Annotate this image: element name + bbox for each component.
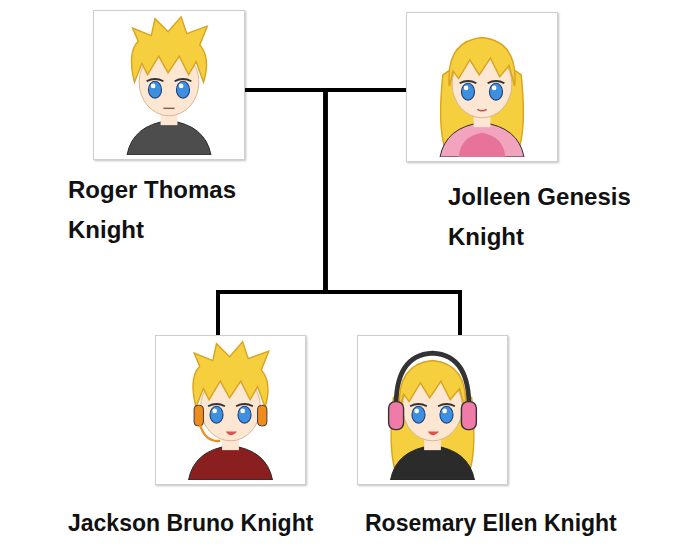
portrait-frame bbox=[155, 335, 306, 485]
person-card: Jolleen Genesis Knight bbox=[406, 12, 558, 162]
eye bbox=[461, 83, 474, 100]
eyelash bbox=[208, 404, 225, 406]
family-line bbox=[218, 90, 406, 335]
shirt bbox=[189, 445, 273, 480]
eyelash bbox=[175, 79, 192, 81]
eye-highlight bbox=[492, 86, 497, 91]
eye-highlight bbox=[464, 86, 469, 91]
eyelash bbox=[410, 404, 427, 406]
shirt bbox=[391, 445, 475, 480]
hair-bangs bbox=[399, 361, 465, 410]
portrait-frame bbox=[357, 335, 508, 485]
dress-detail bbox=[459, 133, 506, 157]
portrait-frame bbox=[406, 12, 558, 162]
person-card: Jackson Bruno Knight bbox=[155, 335, 306, 485]
hair-spikes bbox=[193, 342, 269, 407]
mouth bbox=[163, 108, 174, 109]
eye bbox=[440, 406, 453, 423]
eyelash bbox=[460, 81, 477, 83]
eye-highlight bbox=[414, 409, 419, 414]
person-name: Roger Thomas Knight bbox=[68, 170, 258, 250]
headphone-band bbox=[396, 353, 469, 411]
shirt bbox=[127, 120, 211, 155]
eye bbox=[210, 406, 223, 423]
person-name: Rosemary Ellen Knight bbox=[365, 503, 685, 543]
eye-highlight bbox=[212, 409, 217, 414]
person-name: Jackson Bruno Knight bbox=[68, 503, 368, 543]
eyelash bbox=[438, 404, 455, 406]
headphone-cup bbox=[461, 402, 476, 430]
eyelash bbox=[147, 79, 164, 81]
mouth-open bbox=[428, 431, 439, 435]
shirt bbox=[440, 122, 524, 157]
eye-highlight bbox=[151, 84, 156, 89]
eye bbox=[176, 81, 189, 98]
avatar-illustration bbox=[362, 340, 503, 480]
hair-bangs bbox=[449, 38, 515, 87]
eye-highlight bbox=[442, 409, 447, 414]
eye bbox=[238, 406, 251, 423]
eyelash bbox=[236, 404, 253, 406]
eye-highlight bbox=[179, 84, 184, 89]
headset-ear bbox=[258, 405, 267, 426]
person-name: Jolleen Genesis Knight bbox=[448, 177, 653, 257]
headset-ear bbox=[194, 405, 203, 426]
eye-highlight bbox=[240, 409, 245, 414]
eye bbox=[412, 406, 425, 423]
mouth bbox=[477, 109, 486, 110]
avatar-illustration bbox=[160, 340, 301, 480]
eyelash bbox=[488, 81, 505, 83]
hair-spikes bbox=[131, 17, 207, 82]
person-card: Rosemary Ellen Knight bbox=[357, 335, 508, 485]
headset-mic bbox=[200, 424, 221, 441]
person-card: Roger Thomas Knight bbox=[93, 10, 245, 160]
avatar-illustration bbox=[411, 17, 553, 157]
eye bbox=[148, 81, 161, 98]
portrait-frame bbox=[93, 10, 245, 160]
mouth-open bbox=[226, 431, 237, 435]
headphone-cup bbox=[389, 402, 404, 430]
avatar-illustration bbox=[98, 15, 240, 155]
eye bbox=[489, 83, 502, 100]
